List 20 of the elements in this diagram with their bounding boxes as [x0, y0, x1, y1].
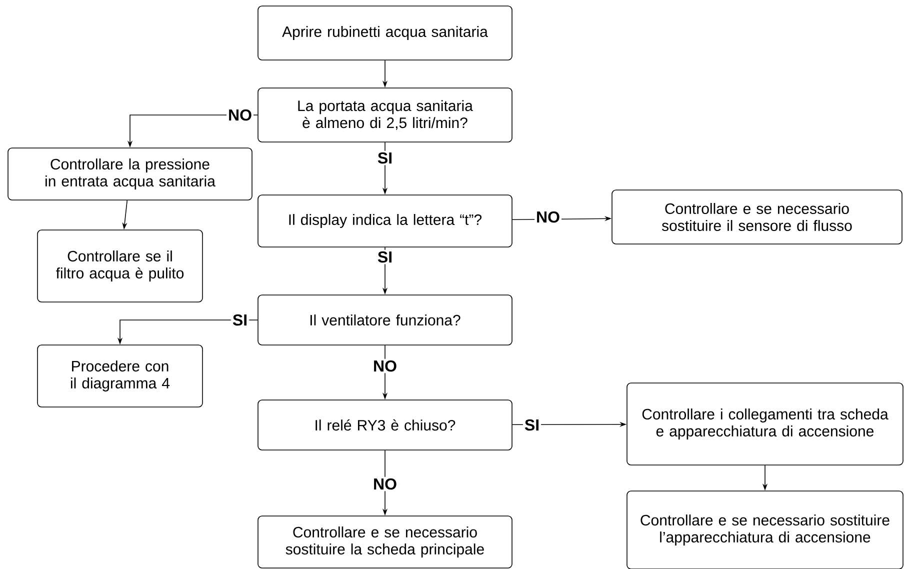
edge-label: SI [376, 250, 394, 264]
process-box: Procedere con il diagramma 4 [37, 344, 203, 408]
process-box: Controllare la pressione in entrata acqua sanitaria [8, 148, 252, 200]
edge-label: SI [376, 150, 394, 166]
process-box: La portata acqua sanitaria è almeno di 2,5 litri/min? [258, 88, 512, 142]
process-box: Il ventilatore funziona? [258, 294, 512, 346]
process-box: Controllare e se necessario sostituire l’apparecchiatura di accensione [626, 490, 904, 569]
process-box: Controllare e se necessario sostituire il sensore di flusso [612, 190, 902, 244]
process-box: Il display indica la lettera “t”? [258, 194, 512, 248]
edge-label: NO [534, 210, 562, 224]
process-box: Controllare se il filtro acqua è pulito [37, 230, 203, 302]
edge-label: SI [522, 418, 542, 432]
edge-label: NO [372, 476, 398, 492]
edge-label: NO [372, 358, 398, 374]
process-box: Aprire rubinetti acqua sanitaria [258, 6, 512, 60]
edge-label: NO [226, 108, 254, 122]
process-box: Controllare i collegamenti tra scheda e apparecchiatura di accensione [626, 382, 904, 466]
process-box: Il relé RY3 è chiuso? [258, 400, 512, 450]
edge-label: SI [230, 312, 250, 328]
process-box: Controllare e se necessario sostituire la scheda principale [258, 516, 512, 568]
